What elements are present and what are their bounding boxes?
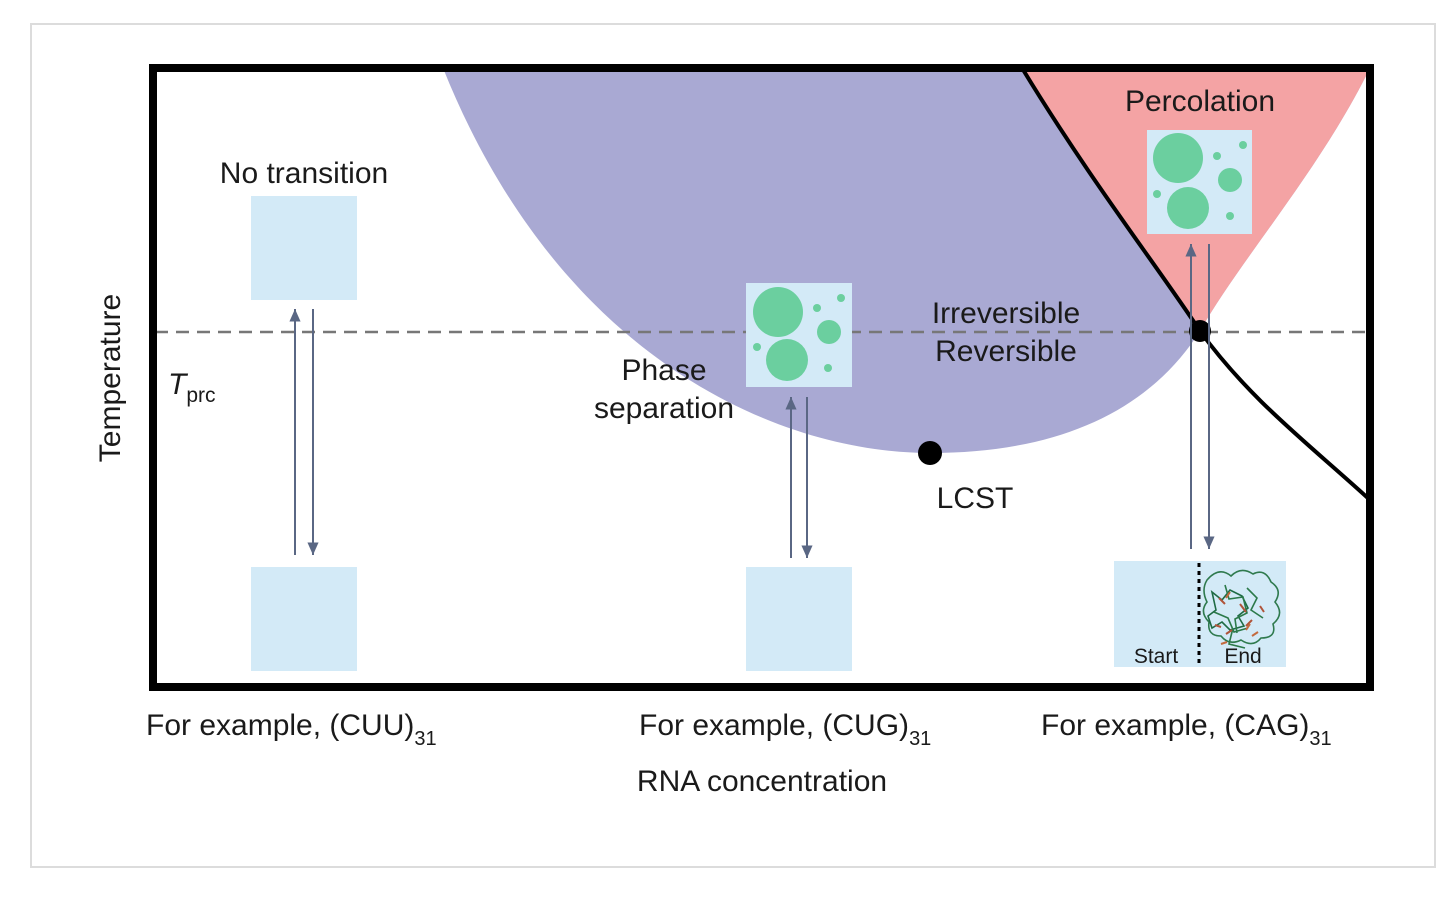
example-label-cug: For example, (CUG)31 — [639, 709, 931, 750]
irreversible-label: Irreversible — [932, 297, 1080, 330]
tprc-label: Tprc — [168, 368, 216, 407]
percolation-label: Percolation — [1125, 85, 1275, 118]
y-axis-label: Temperature — [94, 294, 127, 462]
x-axis-label: RNA concentration — [637, 765, 887, 798]
example-label-cag: For example, (CAG)31 — [1041, 709, 1332, 750]
phase-separation-label-line1: Phase — [621, 354, 706, 387]
tprc-subscript: prc — [186, 384, 215, 407]
reversible-label: Reversible — [935, 335, 1077, 368]
no-transition-bottom-box — [251, 567, 357, 671]
no-transition-label: No transition — [220, 157, 388, 190]
percolated-network-graphic — [1202, 569, 1281, 649]
start-end-box — [1114, 561, 1286, 667]
start-label: Start — [1134, 645, 1179, 668]
no-transition-top-box — [251, 196, 357, 300]
critical-point-dot — [1189, 320, 1211, 342]
phase-separation-label-line2: separation — [594, 392, 734, 425]
phase-separation-droplet-box — [746, 283, 852, 387]
tprc-main: T — [168, 368, 189, 401]
phase-separation-bottom-box — [746, 567, 852, 671]
example-label-cuu: For example, (CUU)31 — [146, 709, 437, 750]
plot-frame — [149, 64, 1374, 691]
lcst-label: LCST — [937, 482, 1014, 515]
percolation-droplet-box — [1147, 130, 1252, 234]
lcst-dot — [918, 441, 942, 465]
end-label: End — [1224, 645, 1261, 668]
